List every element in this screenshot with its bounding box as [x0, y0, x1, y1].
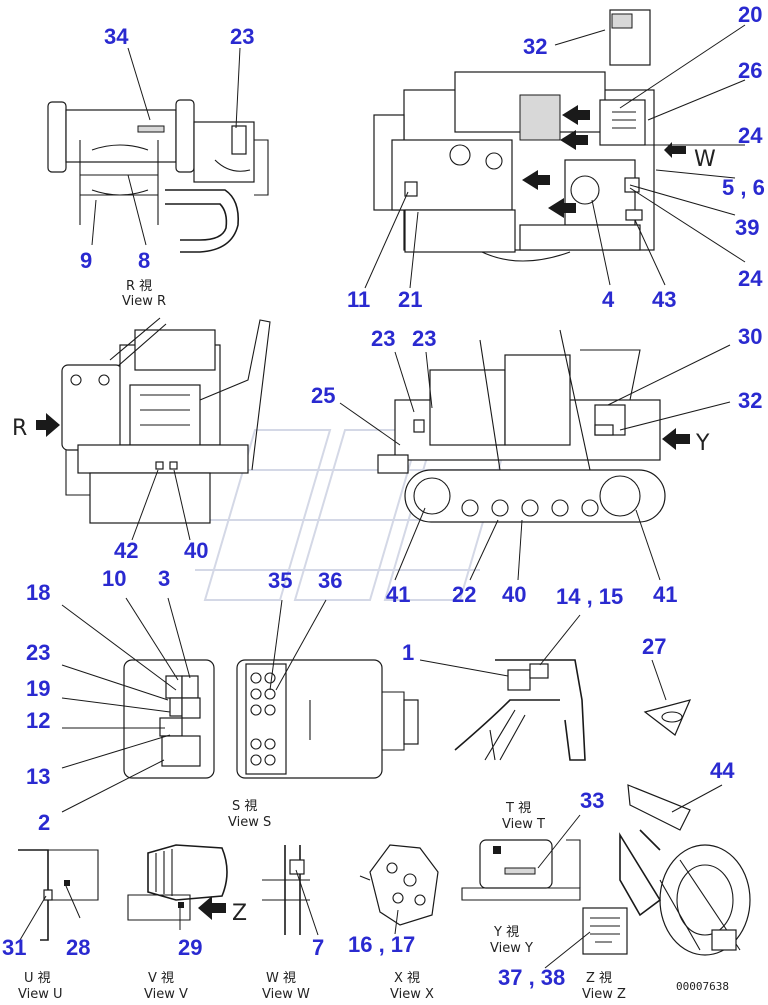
arrow-r-icon	[36, 413, 60, 437]
callout-22: 22	[452, 582, 476, 607]
view-s-en: View S	[228, 815, 271, 830]
view-w-en: View W	[262, 987, 310, 1002]
view-x-jp: X 視	[394, 971, 420, 986]
callout-4: 4	[602, 287, 615, 312]
callout-7: 7	[312, 935, 324, 960]
arrow-letter-z: Z	[232, 901, 247, 926]
callout-23: 23	[230, 24, 254, 49]
side-view-drawing	[377, 329, 666, 523]
arrow-y-icon	[662, 428, 690, 450]
callout-32b: 32	[738, 388, 762, 413]
view-labels: R 視 View R S 視 View S T 視 View T U 視 Vie…	[18, 279, 729, 1002]
callout-41: 41	[386, 582, 410, 607]
view-w-jp: W 視	[266, 971, 296, 986]
callout-40: 40	[184, 538, 208, 563]
callout-24: 24	[738, 123, 763, 148]
view-y-jp: Y 視	[493, 925, 519, 940]
callout-24b: 24	[738, 266, 763, 291]
arrow-z-icon	[198, 896, 226, 920]
view-z-en: View Z	[582, 987, 626, 1002]
callout-19: 19	[26, 676, 50, 701]
view-r-side-drawing	[61, 317, 271, 524]
callout-11: 11	[347, 287, 370, 312]
callout-34: 34	[104, 24, 129, 49]
callout-18: 18	[26, 580, 50, 605]
callout-5-6: 5 , 6	[722, 175, 765, 200]
callout-21: 21	[398, 287, 422, 312]
arrow-letter-w: W	[694, 147, 716, 172]
view-u-jp: U 視	[24, 971, 51, 986]
detail-27-drawing	[643, 699, 692, 736]
view-w-drawing	[262, 845, 310, 935]
view-t-drawing	[454, 659, 586, 761]
callout-33: 33	[580, 788, 604, 813]
view-s-jp: S 視	[232, 799, 257, 814]
view-x-en: View X	[390, 987, 434, 1002]
arrow-letter-r: R	[12, 416, 27, 441]
view-z-jp: Z 視	[586, 971, 612, 986]
callout-27: 27	[642, 634, 666, 659]
callout-26: 26	[738, 58, 762, 83]
callout-1: 1	[402, 640, 414, 665]
view-t-jp: T 視	[505, 801, 531, 816]
callout-25: 25	[311, 383, 335, 408]
view-u-drawing	[18, 849, 99, 941]
drawing-code: 00007638	[676, 980, 729, 993]
view-r-drawing	[47, 99, 269, 253]
callout-16-17: 16 , 17	[348, 932, 415, 957]
arrow-letter-y: Y	[695, 431, 710, 456]
view-y-drawing	[461, 839, 581, 901]
detail-44-drawing	[619, 784, 751, 956]
view-v-jp: V 視	[148, 971, 174, 986]
callout-30: 30	[738, 324, 762, 349]
callout-3: 3	[158, 566, 170, 591]
view-x-drawing	[359, 844, 439, 926]
callout-36: 36	[318, 568, 342, 593]
callout-23c: 23	[412, 326, 436, 351]
callout-12: 12	[26, 708, 50, 733]
callout-labels: 34 23 9 8 32 20 26 24 5 , 6 39 24 11 21 …	[2, 2, 765, 990]
view-u-en: View U	[18, 987, 63, 1002]
callout-8: 8	[138, 248, 150, 273]
view-v-en: View V	[144, 987, 188, 1002]
callout-32: 32	[523, 34, 547, 59]
callout-9: 9	[80, 248, 92, 273]
callout-43: 43	[652, 287, 676, 312]
callout-39: 39	[735, 215, 759, 240]
view-r-en: View R	[122, 294, 166, 309]
callout-13: 13	[26, 764, 50, 789]
callout-29: 29	[178, 935, 202, 960]
callout-10: 10	[102, 566, 126, 591]
view-z-drawing	[582, 907, 628, 955]
callout-20: 20	[738, 2, 762, 27]
callout-42: 42	[114, 538, 138, 563]
callout-14-15: 14 , 15	[556, 584, 623, 609]
callout-28: 28	[66, 935, 90, 960]
top-view-drawing	[373, 9, 686, 262]
callout-35: 35	[268, 568, 292, 593]
view-y-en: View Y	[490, 941, 533, 956]
callout-2: 2	[38, 810, 50, 835]
view-s-drawing	[123, 659, 419, 779]
callout-40b: 40	[502, 582, 526, 607]
view-t-en: View T	[502, 817, 545, 832]
callout-37-38: 37 , 38	[498, 965, 565, 990]
callout-23b: 23	[371, 326, 395, 351]
view-v-drawing	[127, 844, 228, 921]
callout-44: 44	[710, 758, 735, 783]
view-r-jp: R 視	[126, 279, 152, 294]
callout-41b: 41	[653, 582, 677, 607]
callout-31: 31	[2, 935, 26, 960]
callout-23d: 23	[26, 640, 50, 665]
arrow-letters: R W Y Z	[12, 147, 716, 926]
